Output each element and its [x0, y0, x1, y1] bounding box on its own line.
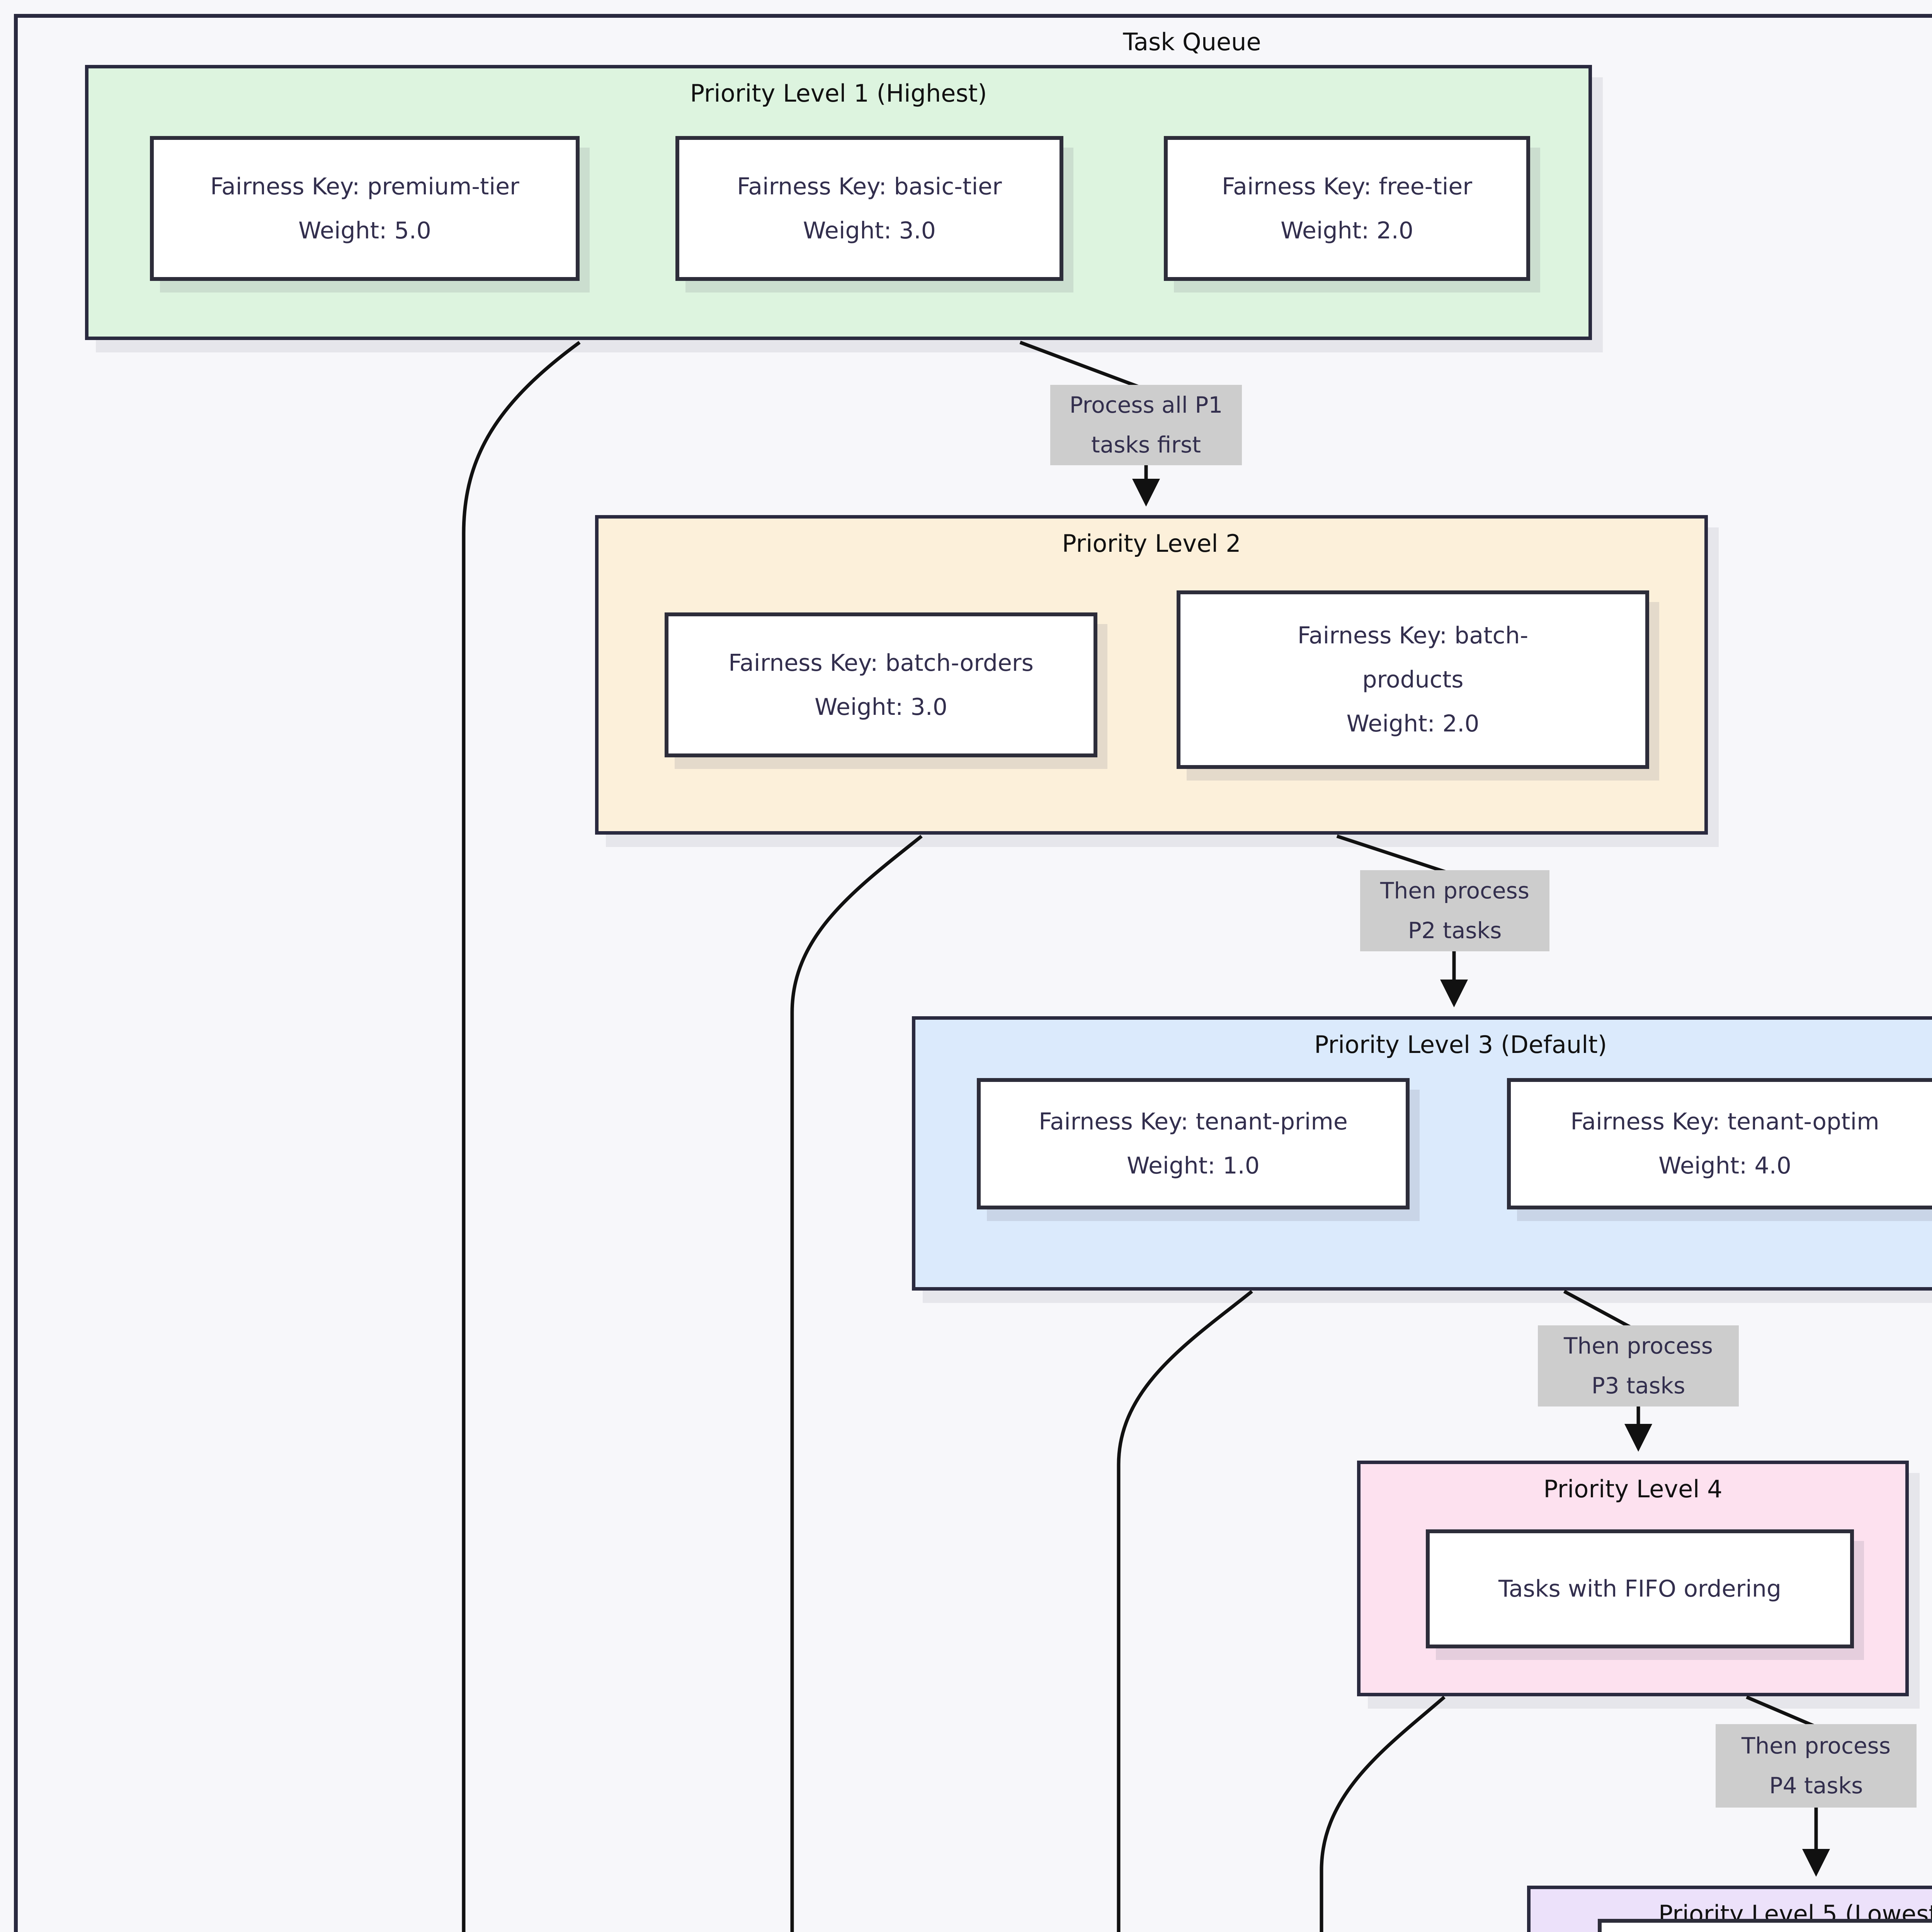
- edge-label-line: P2 tasks: [1408, 917, 1502, 944]
- priority-level-3-title: Priority Level 3 (Default): [1314, 1031, 1607, 1059]
- node-line: Weight: 5.0: [298, 217, 431, 244]
- edge-p1-to-label: [1019, 340, 1144, 390]
- task-queue-title: Task Queue: [1123, 28, 1261, 56]
- edge-label-line: Then process: [1742, 1733, 1891, 1759]
- node-line: Fairness Key: tenant-prime: [1039, 1108, 1348, 1135]
- node-line: Weight: 2.0: [1346, 710, 1480, 737]
- node-line: Weight: 3.0: [815, 693, 947, 721]
- node-p5-fifo: Tasks with FIFO ordering: [1598, 1919, 1932, 1932]
- priority-level-2-title: Priority Level 2: [1062, 529, 1241, 558]
- node-line: Fairness Key: free-tier: [1221, 173, 1473, 200]
- node-line: Fairness Key: basic-tier: [737, 173, 1002, 200]
- node-batch-products: Fairness Key: batch- products Weight: 2.…: [1177, 590, 1649, 769]
- node-line: Fairness Key: tenant-optim: [1570, 1108, 1879, 1135]
- node-basic-tier: Fairness Key: basic-tier Weight: 3.0: [675, 136, 1063, 281]
- edge-label-process-p4: Then process P4 tasks: [1716, 1724, 1917, 1808]
- node-tenant-optim: Fairness Key: tenant-optim Weight: 4.0: [1507, 1078, 1932, 1209]
- edge-label-process-p1: Process all P1 tasks first: [1050, 385, 1242, 465]
- node-tenant-prime: Fairness Key: tenant-prime Weight: 1.0: [977, 1078, 1410, 1209]
- node-line: products: [1362, 666, 1464, 693]
- node-line: Weight: 1.0: [1127, 1152, 1260, 1179]
- node-line: Fairness Key: premium-tier: [210, 173, 519, 200]
- edge-p4-to-workers: [1320, 1696, 1446, 1932]
- node-p4-fifo: Tasks with FIFO ordering: [1426, 1529, 1854, 1648]
- edge-label-line: tasks first: [1091, 432, 1201, 458]
- edge-label-process-p2: Then process P2 tasks: [1360, 870, 1549, 951]
- priority-level-4-title: Priority Level 4: [1543, 1475, 1723, 1503]
- priority-level-1-title: Priority Level 1 (Highest): [690, 79, 987, 107]
- edge-p2-to-workers: [790, 835, 923, 1932]
- edge-label-line: P4 tasks: [1769, 1772, 1863, 1799]
- edge-p3-to-label: [1563, 1290, 1633, 1329]
- edge-label-line: Then process: [1380, 878, 1529, 904]
- task-queue-container: [14, 14, 1932, 1932]
- node-line: Fairness Key: batch-: [1297, 622, 1529, 649]
- node-free-tier: Fairness Key: free-tier Weight: 2.0: [1164, 136, 1530, 281]
- node-line: Weight: 3.0: [803, 217, 936, 244]
- node-line: Tasks with FIFO ordering: [1498, 1575, 1781, 1602]
- edge-label-line: Then process: [1564, 1333, 1713, 1359]
- edge-p2-to-label: [1336, 834, 1451, 875]
- edge-label-line: Process all P1: [1069, 392, 1223, 418]
- edge-p4-to-label: [1746, 1695, 1816, 1728]
- node-line: Fairness Key: batch-orders: [728, 649, 1034, 677]
- edge-label-line: P3 tasks: [1591, 1372, 1685, 1399]
- node-premium-tier: Fairness Key: premium-tier Weight: 5.0: [150, 136, 580, 281]
- edge-p1-to-workers: [462, 341, 581, 1932]
- node-batch-orders: Fairness Key: batch-orders Weight: 3.0: [665, 612, 1097, 757]
- node-line: Weight: 4.0: [1658, 1152, 1791, 1179]
- node-line: Weight: 2.0: [1281, 217, 1413, 244]
- edge-p3-to-workers: [1117, 1290, 1253, 1932]
- edge-label-process-p3: Then process P3 tasks: [1538, 1325, 1739, 1406]
